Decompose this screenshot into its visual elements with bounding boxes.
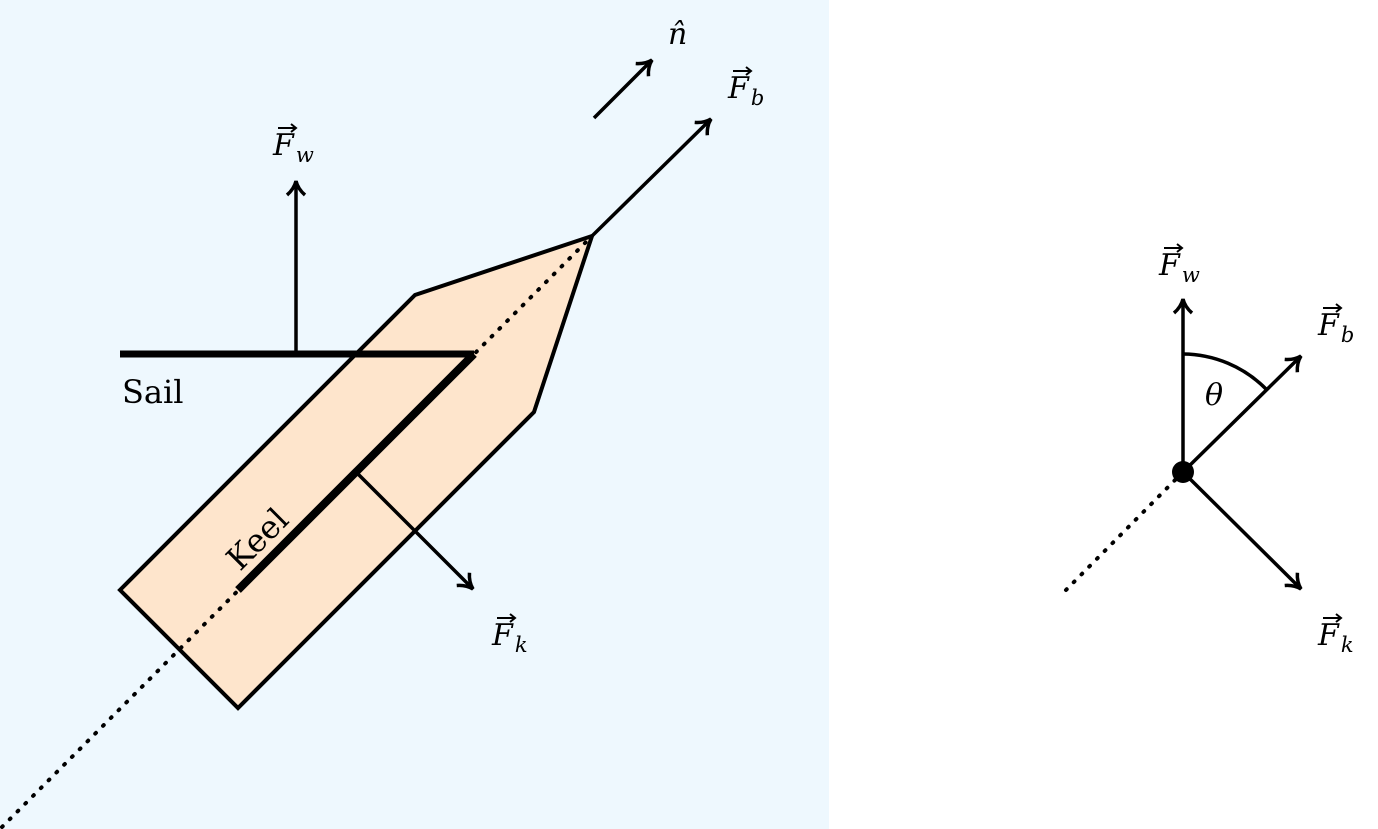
theta-label: θ	[1205, 378, 1223, 413]
fb-subscript: b	[751, 86, 764, 110]
fk-letter: F	[1317, 618, 1340, 653]
boat-force-arrow	[1181, 354, 1303, 474]
fk-label: Fk	[1317, 613, 1354, 657]
fb-label: Fb	[727, 66, 764, 110]
vector-arrow-icon	[1323, 613, 1343, 623]
fb-text: Fb	[727, 71, 764, 110]
fw-letter: F	[1158, 248, 1181, 283]
fk-letter: F	[491, 618, 514, 653]
fw-label: Fw	[1158, 243, 1200, 287]
fk-subscript: k	[1341, 633, 1354, 657]
fk-label: Fk	[491, 613, 528, 657]
force-vector-panel: θ Fw Fb Fk	[1064, 243, 1354, 657]
fw-text: Fw	[1158, 248, 1200, 287]
fb-letter: F	[727, 71, 750, 106]
fk-text: Fk	[491, 618, 528, 657]
theta-angle-arc	[1182, 352, 1268, 391]
fb-text: Fb	[1317, 308, 1354, 347]
fw-subscript: w	[1182, 263, 1200, 287]
fw-text: Fw	[272, 128, 314, 167]
fb-letter: F	[1317, 308, 1340, 343]
fk-subscript: k	[515, 633, 528, 657]
fb-subscript: b	[1341, 323, 1354, 347]
fk-text: Fk	[1317, 618, 1354, 657]
n-hat-label: n̂	[668, 17, 687, 52]
fw-letter: F	[272, 128, 295, 163]
boat-panel: Sail Keel Fw Fb n̂ Fk	[0, 0, 829, 829]
vector-arrow-icon	[1164, 243, 1184, 253]
keel-force-arrow	[1181, 470, 1303, 591]
centerline-dotted	[1064, 470, 1185, 592]
normal-vector-arrow	[592, 58, 654, 120]
sail-label: Sail	[122, 373, 183, 411]
fw-label: Fw	[272, 123, 314, 167]
fw-subscript: w	[296, 143, 314, 167]
fb-label: Fb	[1317, 303, 1354, 347]
vector-arrow-icon	[733, 66, 753, 76]
origin-point	[1172, 461, 1194, 483]
vector-arrow-icon	[278, 123, 298, 133]
vector-arrow-icon	[1323, 303, 1343, 313]
keel-force-arrow	[354, 470, 475, 591]
boat-force-arrow	[590, 117, 713, 238]
vector-arrow-icon	[497, 613, 517, 623]
